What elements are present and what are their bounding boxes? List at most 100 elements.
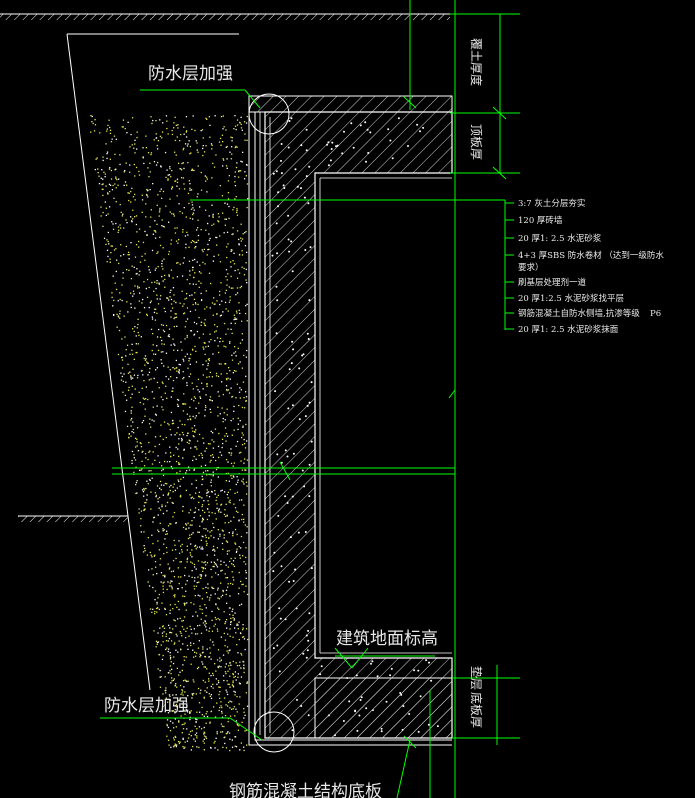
soil-dot	[229, 628, 231, 630]
floor-elevation-label: 建筑地面标高	[336, 629, 438, 649]
soil-dot	[155, 607, 158, 610]
soil-dot	[236, 209, 238, 212]
soil-dot	[236, 711, 238, 713]
soil-dot	[220, 314, 222, 316]
soil-dot	[167, 133, 169, 135]
soil-dot	[203, 697, 205, 699]
soil-dot	[225, 276, 227, 278]
soil-dot	[206, 542, 208, 545]
soil-dot	[167, 739, 170, 741]
soil-dot	[179, 671, 181, 673]
soil-dot	[147, 167, 149, 169]
soil-dot	[202, 346, 204, 348]
soil-dot	[169, 604, 172, 606]
concrete-aggregate-dot	[280, 565, 283, 568]
soil-dot	[244, 245, 247, 247]
soil-dot	[185, 216, 187, 218]
soil-dot	[193, 240, 195, 243]
soil-dot	[123, 184, 125, 186]
soil-dot	[134, 175, 136, 177]
soil-dot	[175, 705, 178, 707]
soil-dot	[182, 358, 184, 360]
soil-dot	[228, 532, 230, 534]
concrete-aggregate-dot	[310, 381, 313, 384]
soil-dot	[149, 271, 151, 273]
soil-dot	[230, 266, 232, 268]
soil-dot	[167, 563, 169, 565]
dimension-lines	[100, 0, 520, 798]
soil-dot	[218, 221, 220, 223]
soil-dot	[225, 165, 228, 167]
soil-dot	[179, 470, 181, 472]
soil-dot	[154, 353, 157, 355]
soil-dot	[102, 159, 104, 162]
soil-dot	[203, 742, 205, 744]
soil-dot	[116, 259, 118, 261]
soil-dot	[181, 635, 183, 637]
soil-dot	[131, 406, 133, 408]
soil-dot	[231, 571, 233, 573]
soil-dot	[135, 352, 137, 354]
soil-dot	[183, 147, 185, 149]
soil-dot	[193, 681, 195, 683]
soil-dot	[186, 627, 188, 629]
soil-dot	[144, 359, 147, 361]
soil-dot	[245, 692, 247, 694]
soil-dot	[216, 337, 219, 339]
soil-dot	[134, 307, 136, 309]
soil-dot	[184, 574, 186, 577]
soil-dot	[170, 672, 172, 675]
soil-dot	[206, 562, 209, 564]
concrete-aggregate-dot	[302, 652, 305, 655]
soil-dot	[145, 216, 147, 218]
concrete-aggregate-dot	[287, 238, 290, 241]
soil-dot	[206, 544, 208, 546]
soil-dot	[186, 558, 188, 561]
soil-dot	[176, 227, 178, 229]
soil-dot	[173, 213, 175, 215]
concrete-aggregate-dot	[290, 240, 293, 243]
soil-dot	[204, 575, 207, 577]
concrete-aggregate-dot	[416, 123, 419, 126]
soil-dot	[132, 295, 134, 297]
reinforcement-circle-bottom	[253, 711, 295, 753]
soil-dot	[236, 696, 238, 698]
soil-dot	[191, 240, 194, 242]
soil-dot	[144, 415, 146, 417]
soil-dot	[246, 206, 248, 209]
soil-dot	[164, 460, 166, 463]
soil-dot	[159, 336, 162, 338]
soil-dot	[191, 168, 193, 170]
soil-dot	[204, 353, 206, 356]
soil-dot	[135, 466, 137, 468]
soil-dot	[240, 223, 242, 225]
soil-dot	[180, 561, 182, 563]
soil-dot	[179, 698, 181, 700]
soil-dot	[223, 126, 225, 128]
soil-dot	[162, 409, 164, 411]
soil-dot	[223, 611, 225, 613]
soil-dot	[236, 162, 238, 164]
soil-dot	[240, 237, 242, 239]
soil-dot	[203, 528, 205, 530]
soil-dot	[121, 338, 123, 340]
soil-dot	[140, 469, 142, 471]
soil-dot	[166, 483, 168, 485]
soil-dot	[229, 749, 231, 752]
soil-dot	[216, 547, 219, 549]
soil-dot	[239, 632, 242, 634]
soil-dot	[139, 270, 141, 272]
soil-dot	[119, 163, 121, 166]
soil-dot	[192, 207, 194, 209]
soil-dot	[141, 199, 144, 201]
soil-dot	[241, 432, 243, 434]
soil-dot	[133, 471, 135, 473]
soil-dot	[183, 595, 186, 598]
soil-dot	[195, 693, 197, 695]
soil-dot	[213, 554, 216, 556]
soil-dot	[176, 370, 178, 372]
soil-dot	[133, 374, 136, 376]
soil-dot	[200, 130, 202, 132]
soil-dot	[238, 238, 240, 241]
soil-dot	[233, 516, 235, 518]
